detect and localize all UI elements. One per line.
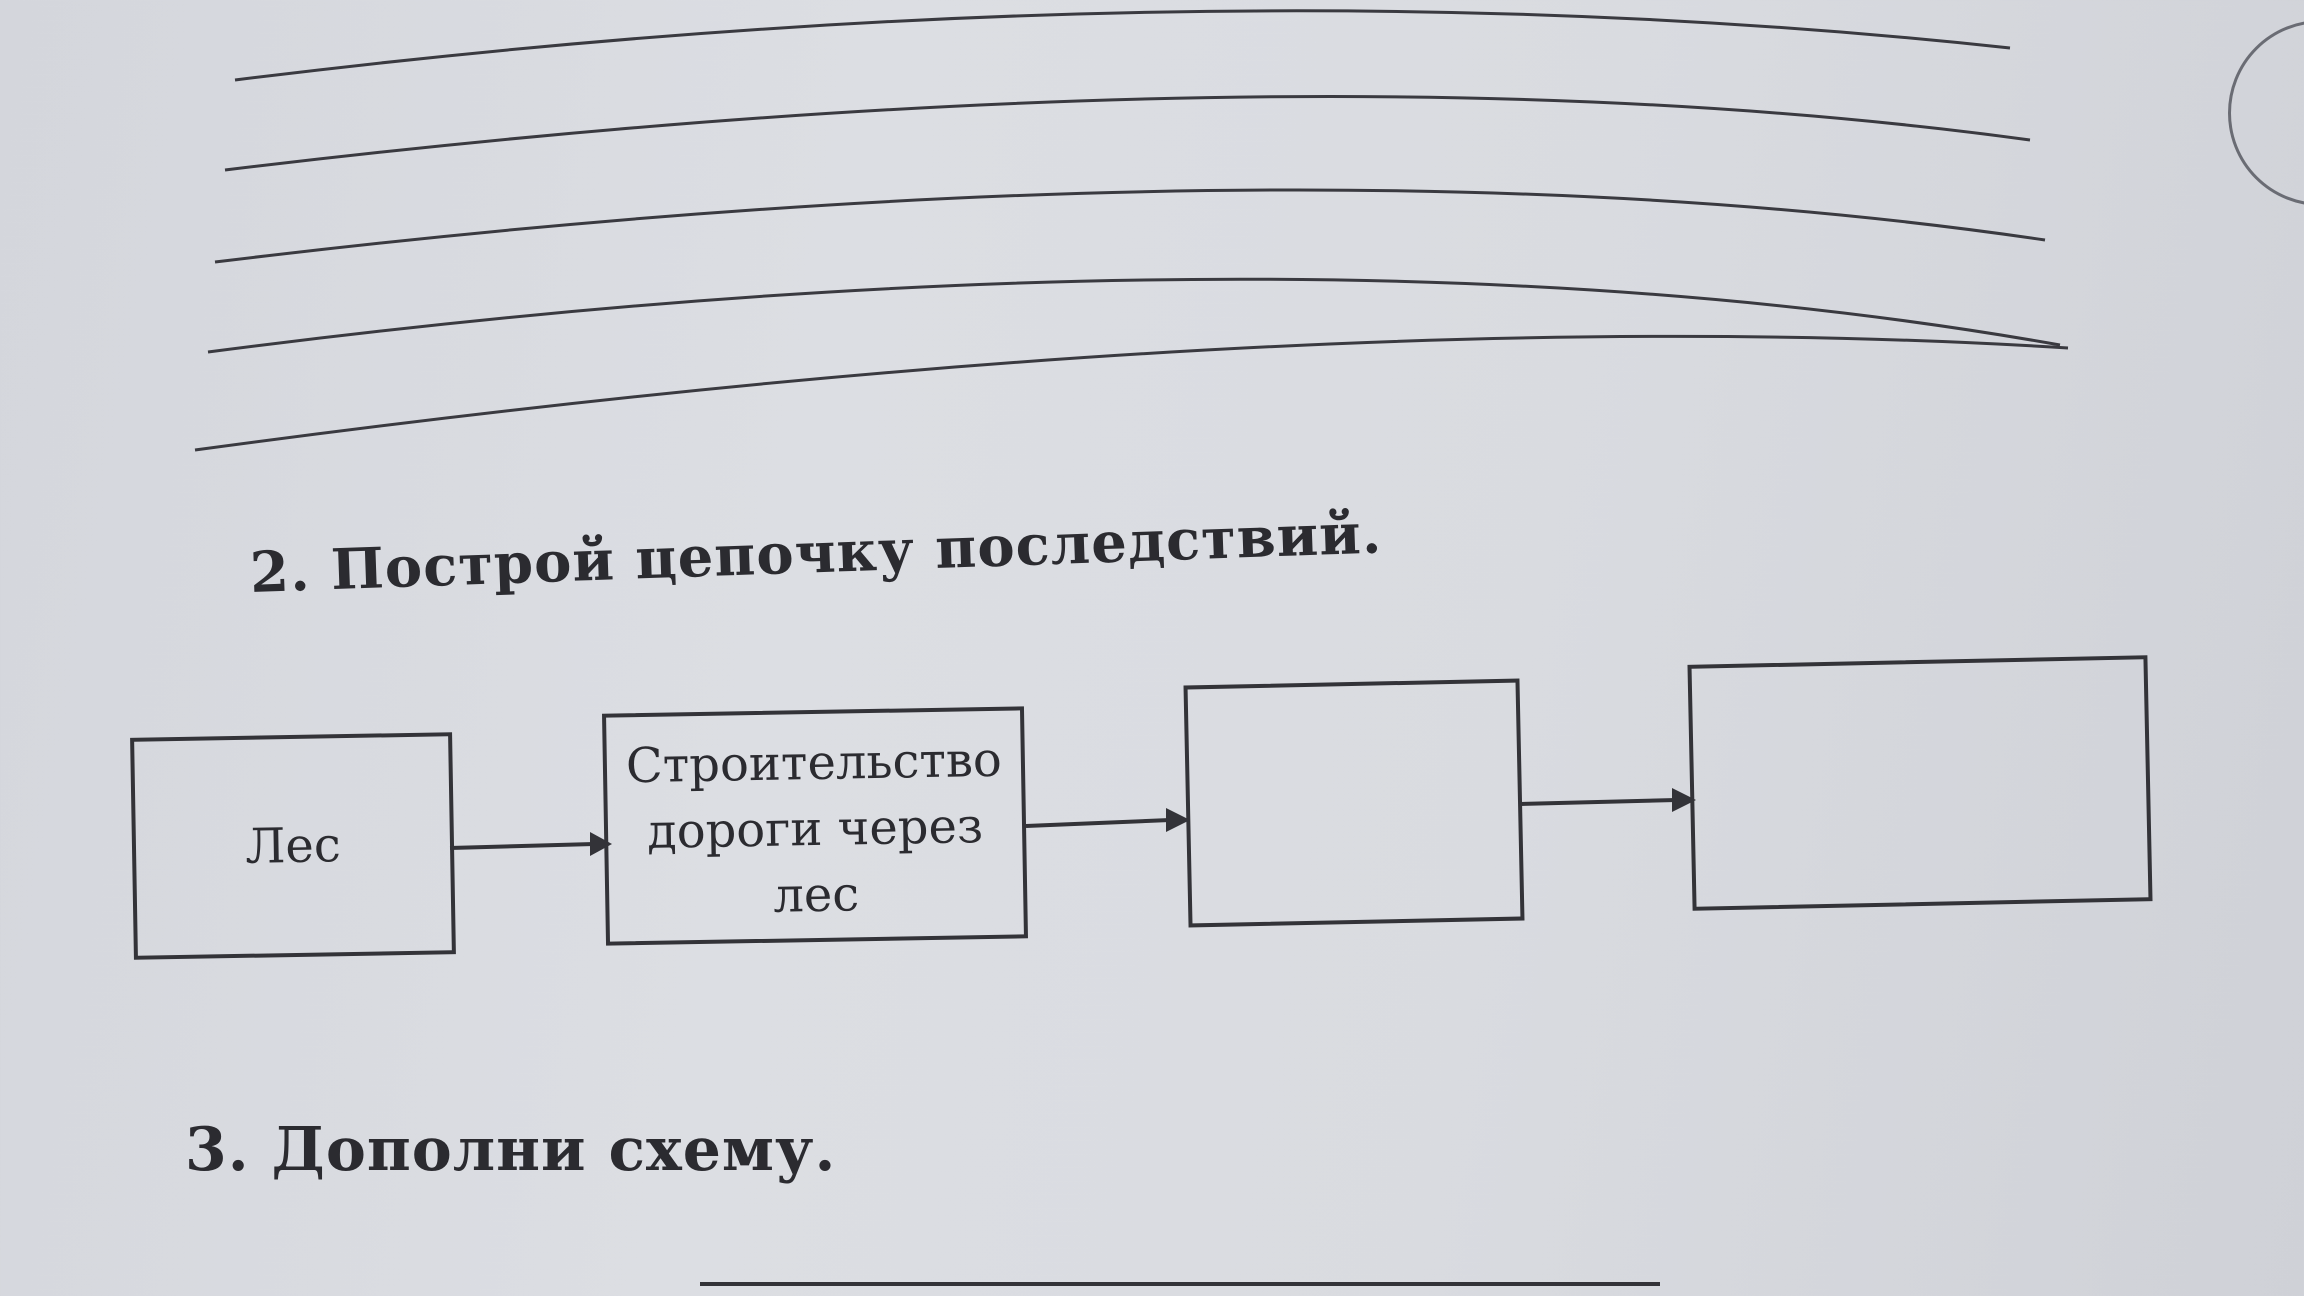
chain-arrowhead [590,832,612,856]
chain-arrow-line [1025,818,1171,828]
chain-box-2: Строительство дороги через лес [602,706,1028,946]
writing-line [194,334,2069,452]
writing-line [234,9,2011,82]
chain-box-4-empty[interactable] [1687,655,2153,911]
chain-arrowhead [1166,808,1190,832]
writing-line [214,188,2046,264]
writing-line [224,95,2031,172]
chain-arrowhead [1672,788,1696,812]
scheme-top-border [700,1282,1660,1286]
chain-box-1: Лес [130,732,456,960]
chain-arrow-line [449,842,595,850]
task-3-title: 3. Дополни схему. [185,1115,837,1185]
chain-box-1-label: Лес [244,817,342,875]
chain-arrow-line [1519,798,1677,806]
chain-box-3-empty[interactable] [1183,678,1525,928]
chain-box-2-label: Строительство дороги через лес [625,731,1003,924]
writing-line [207,277,2061,354]
